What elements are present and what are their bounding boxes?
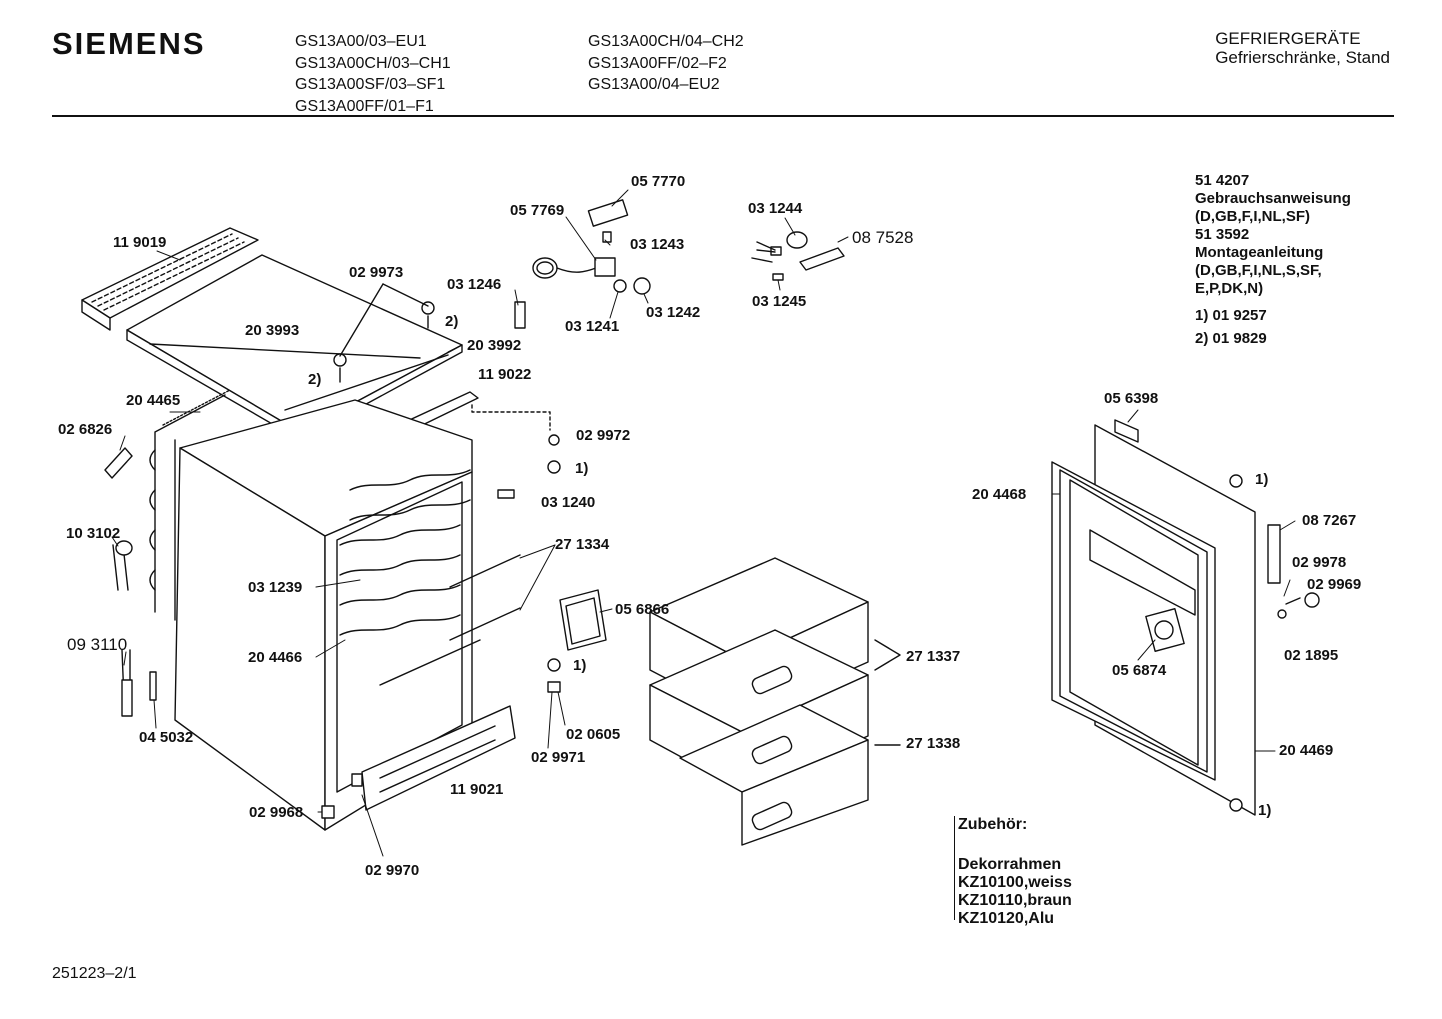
left-small-parts: [104, 447, 157, 717]
manual-languages: (D,GB,F,I,NL,SF): [1195, 208, 1310, 225]
accessories-group: Dekorrahmen: [958, 856, 1062, 873]
brand-logo: SIEMENS: [52, 26, 206, 61]
category-block: GEFRIERGERÄTE Gefrierschränke, Stand: [1215, 29, 1390, 67]
kick-plate: [321, 705, 516, 819]
part-label-056874: 05 6874: [1112, 662, 1167, 679]
part-label-056398: 05 6398: [1104, 390, 1159, 407]
cover-plate: [559, 589, 607, 651]
model-code: GS13A00CH/03–CH1: [295, 54, 451, 72]
accessories-block: Zubehör: Dekorrahmen KZ10100,weiss KZ101…: [954, 816, 1072, 928]
accessories-heading: Zubehör:: [958, 816, 1028, 833]
part-label-029971: 02 9971: [531, 749, 586, 766]
footnote-marker: 1): [1258, 802, 1272, 819]
install-languages-cont: E,P,DK,N): [1195, 280, 1264, 297]
part-label-026826: 02 6826: [58, 421, 113, 438]
freezer-door: [1051, 419, 1320, 816]
model-code: GS13A00/03–EU1: [295, 33, 427, 50]
part-label-204465: 20 4465: [126, 392, 181, 409]
part-label-029968: 02 9968: [249, 804, 304, 821]
part-label-056866: 05 6866: [615, 601, 670, 618]
documentation-info: 51 4207 Gebrauchsanweisung (D,GB,F,I,NL,…: [1195, 172, 1351, 348]
part-label-204466: 20 4466: [248, 649, 303, 666]
accessory-item: KZ10120,Alu: [958, 910, 1055, 927]
part-label-093110: 09 3110: [67, 635, 128, 654]
footnote-marker: 2): [445, 313, 459, 330]
install-number: 51 3592: [1195, 226, 1250, 243]
condenser-coil: [149, 389, 231, 621]
hinge-caps: [333, 283, 435, 383]
foot-parts: [497, 434, 561, 693]
part-label-031245: 03 1245: [752, 293, 807, 310]
part-label-031241: 03 1241: [565, 318, 620, 335]
part-label-031239: 03 1239: [248, 579, 303, 596]
part-label-057769: 05 7769: [510, 202, 565, 219]
install-title: Montageanleitung: [1195, 244, 1324, 261]
footnote-marker: 1): [575, 460, 589, 477]
part-label-203993: 20 3993: [245, 322, 300, 339]
header-rule: [52, 115, 1394, 117]
footnote-marker: 1): [1255, 471, 1269, 488]
part-label-029970: 02 9970: [365, 862, 420, 879]
model-code: GS13A00FF/02–F2: [588, 54, 727, 72]
part-label-103102: 10 3102: [66, 525, 121, 542]
drawer-stops: [379, 554, 521, 686]
footnote-1: 1) 01 9257: [1195, 307, 1267, 324]
install-languages: (D,GB,F,I,NL,S,SF,: [1195, 262, 1322, 279]
part-label-271334: 27 1334: [555, 536, 610, 553]
model-code: GS13A00FF/01–F1: [295, 97, 434, 115]
model-list-2: GS13A00CH/04–CH2 GS13A00FF/02–F2 GS13A00…: [588, 31, 744, 96]
part-label-119021: 11 9021: [450, 781, 504, 798]
freezer-drawers: [649, 557, 901, 846]
part-label-087528: 08 7528: [852, 228, 914, 247]
model-list-1: GS13A00/03–EU1 GS13A00CH/03–CH1 GS13A00S…: [295, 31, 451, 117]
accessory-item: KZ10110,braun: [958, 892, 1072, 909]
evaporator-shelves: [339, 469, 471, 636]
leader-lines: [111, 189, 1296, 857]
part-label-029972: 02 9972: [576, 427, 631, 444]
part-label-203992: 20 3992: [467, 337, 522, 354]
top-vent-grille: [81, 227, 259, 331]
footnote-marker: 2): [308, 371, 322, 388]
category-subtitle: Gefrierschränke, Stand: [1215, 48, 1390, 67]
part-label-021895: 02 1895: [1284, 647, 1339, 664]
category-title: GEFRIERGERÄTE: [1215, 29, 1361, 48]
part-label-087267: 08 7267: [1302, 512, 1357, 529]
accessories-rule: [954, 816, 955, 920]
model-code: GS13A00/04–EU2: [588, 76, 720, 93]
document-number: 251223–2/1: [52, 965, 137, 982]
model-code: GS13A00CH/04–CH2: [588, 33, 744, 50]
part-label-031242: 03 1242: [646, 304, 701, 321]
accessory-item: KZ10100,weiss: [958, 874, 1072, 891]
part-label-204468: 20 4468: [972, 486, 1027, 503]
part-label-031243: 03 1243: [630, 236, 685, 253]
part-label-029969: 02 9969: [1307, 576, 1362, 593]
part-label-031240: 03 1240: [541, 494, 596, 511]
part-label-020605: 02 0605: [566, 726, 621, 743]
part-label-271337: 27 1337: [906, 648, 961, 665]
part-label-031244: 03 1244: [748, 200, 803, 217]
part-label-119022: 11 9022: [478, 366, 532, 383]
part-label-057770: 05 7770: [631, 173, 686, 190]
part-label-029978: 02 9978: [1292, 554, 1347, 571]
thermostat-assembly: [514, 199, 651, 329]
part-label-031246: 03 1246: [447, 276, 502, 293]
manual-title: Gebrauchsanweisung: [1195, 190, 1351, 207]
part-label-045032: 04 5032: [139, 729, 194, 746]
part-label-029973: 02 9973: [349, 264, 404, 281]
electrical-parts: [751, 231, 845, 281]
footnote-2: 2) 01 9829: [1195, 330, 1267, 347]
footnote-marker: 1): [573, 657, 587, 674]
part-label-271338: 27 1338: [906, 735, 961, 752]
manual-number: 51 4207: [1195, 172, 1250, 189]
model-code: GS13A00SF/03–SF1: [295, 76, 446, 93]
part-label-119019: 11 9019: [113, 234, 167, 251]
part-label-204469: 20 4469: [1279, 742, 1334, 759]
